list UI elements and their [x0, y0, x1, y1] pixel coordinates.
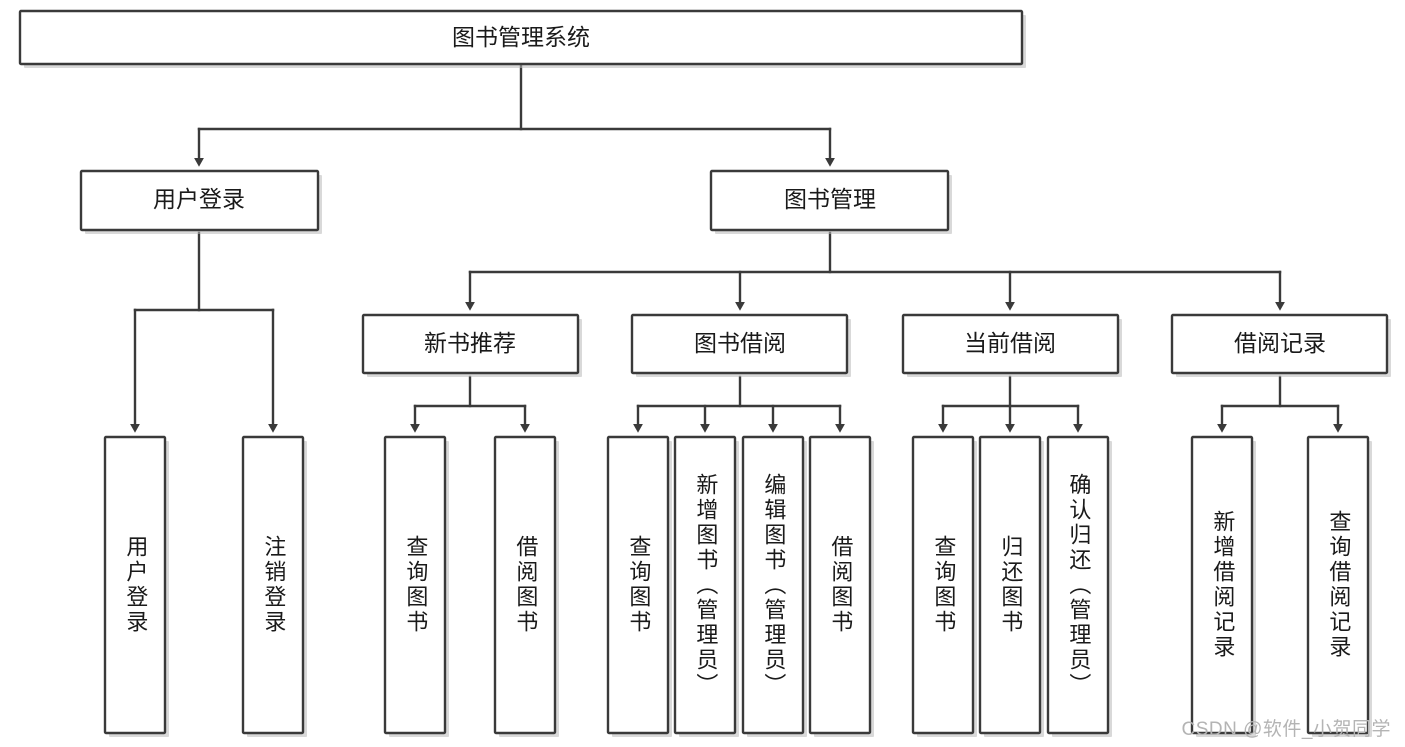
node-book-manage[interactable]: 图书管理 — [709, 169, 952, 234]
node-leaf-current-borrow-1-label: 查询图书 — [931, 535, 957, 635]
edge-group-bookborrow-to-leaves — [633, 375, 845, 433]
watermark: CSDN @软件_小贺同学 — [1181, 719, 1391, 740]
node-user-login[interactable]: 用户登录 — [79, 169, 322, 234]
node-leaf-current-borrow-1[interactable] — [911, 435, 977, 737]
edge-group-borrowrecord-to-leaves — [1217, 375, 1343, 433]
node-leaf-book-borrow-2-label: 新增图书（管理员） — [693, 472, 719, 698]
node-leaf-new-book-2-label: 借阅图书 — [513, 535, 539, 635]
node-leaf-user-login-2-label: 注销登录 — [261, 535, 287, 635]
node-leaf-book-borrow-3[interactable] — [741, 435, 807, 737]
edge-group-bookmanage-to-level3 — [465, 231, 1285, 311]
node-leaf-user-login-1[interactable] — [103, 435, 169, 737]
node-leaf-user-login-1-label: 用户登录 — [123, 535, 149, 635]
node-leaf-user-login-2[interactable] — [241, 435, 307, 737]
node-current-borrow-label: 当前借阅 — [964, 330, 1056, 356]
node-leaf-book-borrow-3-label: 编辑图书（管理员） — [761, 472, 787, 698]
edge-group-userlogin-to-leaves — [130, 231, 278, 433]
node-leaf-current-borrow-2[interactable] — [978, 435, 1044, 737]
node-leaf-current-borrow-3-label: 确认归还（管理员） — [1066, 472, 1092, 698]
node-leaf-book-borrow-4-label: 借阅图书 — [828, 535, 854, 635]
node-leaf-current-borrow-2-label: 归还图书 — [998, 535, 1024, 635]
edge-group-root-to-level2 — [194, 64, 835, 167]
node-new-book-recommend[interactable]: 新书推荐 — [361, 313, 582, 377]
node-leaf-book-borrow-2[interactable] — [673, 435, 739, 737]
node-leaf-new-book-1[interactable] — [383, 435, 449, 737]
node-borrow-record-label: 借阅记录 — [1234, 330, 1326, 356]
edge-group-newbook-to-leaves — [410, 375, 530, 433]
node-leaf-new-book-2[interactable] — [493, 435, 559, 737]
node-book-borrow[interactable]: 图书借阅 — [630, 313, 851, 377]
node-leaf-book-borrow-4[interactable] — [808, 435, 874, 737]
node-book-manage-label: 图书管理 — [784, 186, 876, 212]
node-root-label: 图书管理系统 — [452, 24, 590, 50]
node-leaf-borrow-record-1-label: 新增借阅记录 — [1210, 510, 1236, 660]
node-user-login-label: 用户登录 — [153, 186, 245, 212]
node-leaf-new-book-1-label: 查询图书 — [403, 535, 429, 635]
node-leaf-borrow-record-2-label: 查询借阅记录 — [1326, 510, 1352, 660]
node-borrow-record[interactable]: 借阅记录 — [1170, 313, 1391, 377]
node-new-book-recommend-label: 新书推荐 — [424, 330, 516, 356]
node-root[interactable]: 图书管理系统 — [18, 9, 1026, 68]
node-leaf-book-borrow-1[interactable] — [606, 435, 672, 737]
node-leaf-borrow-record-1[interactable] — [1190, 435, 1256, 737]
node-leaf-current-borrow-3[interactable] — [1046, 435, 1112, 737]
node-book-borrow-label: 图书借阅 — [694, 330, 786, 356]
node-current-borrow[interactable]: 当前借阅 — [901, 313, 1122, 377]
node-leaf-book-borrow-1-label: 查询图书 — [626, 535, 652, 635]
edge-group-currentborrow-to-leaves — [938, 375, 1083, 433]
node-leaf-borrow-record-2[interactable] — [1306, 435, 1372, 737]
